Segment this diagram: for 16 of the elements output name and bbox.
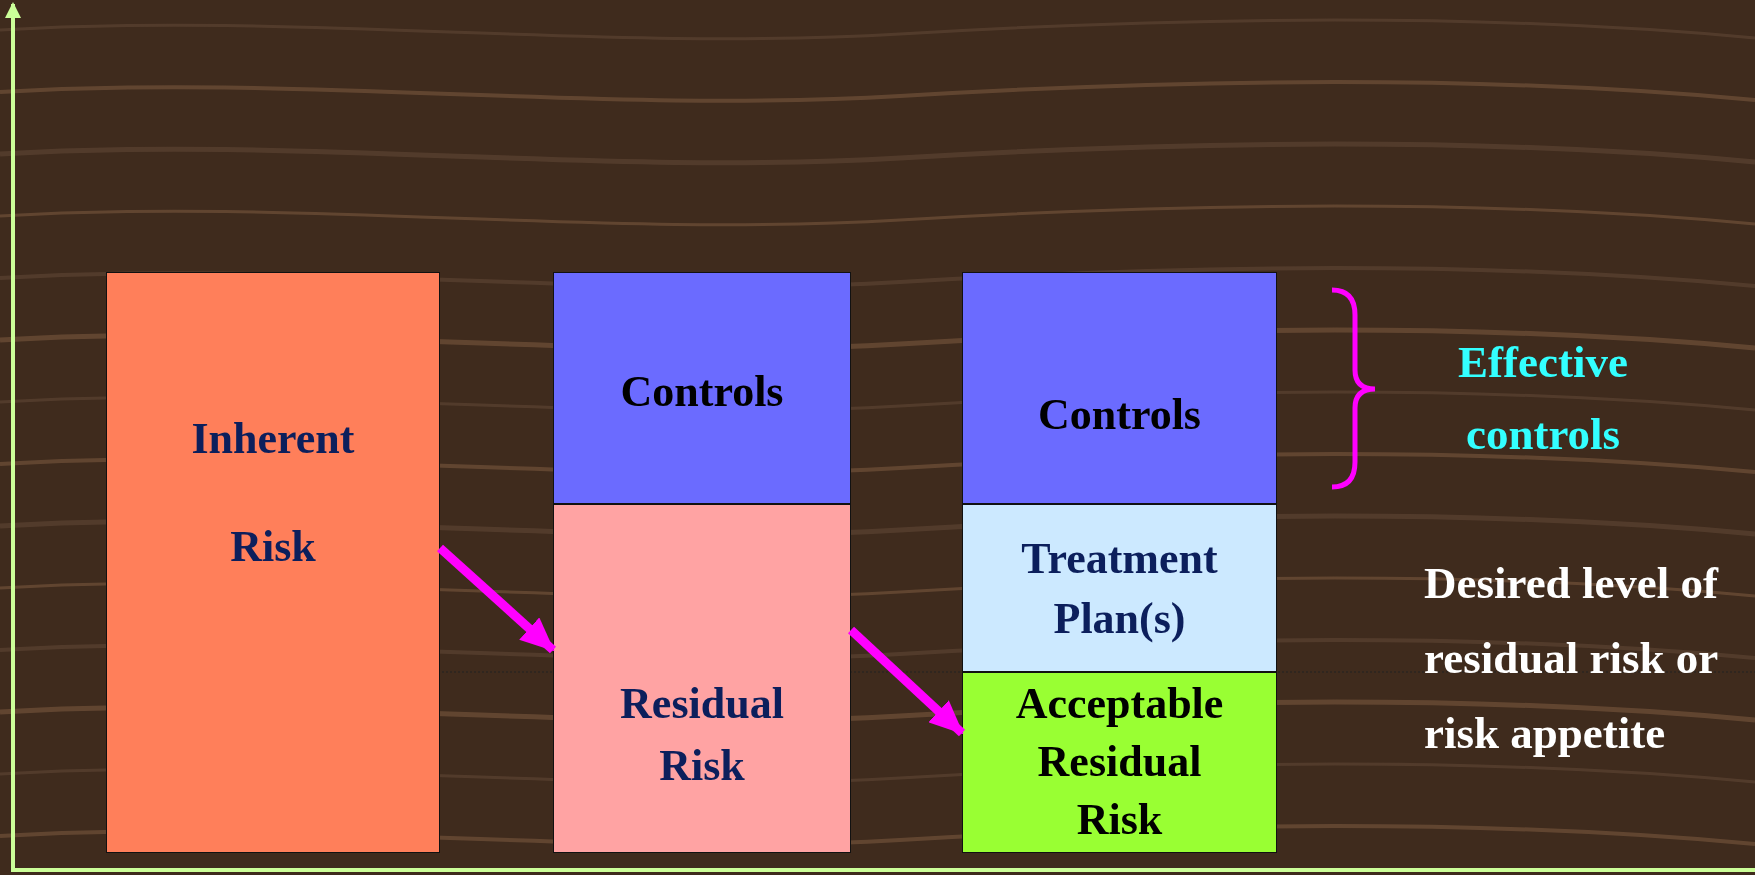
plan-block — [962, 504, 1277, 672]
block-label: Controls — [620, 366, 784, 418]
block-label: Residual Risk — [619, 678, 785, 792]
controls-block — [962, 272, 1277, 504]
block-label: Controls — [1038, 389, 1201, 441]
block-label: Treatment Plan(s) — [1020, 533, 1219, 645]
controls-block — [553, 272, 851, 504]
block-label: Acceptable Residual Risk — [1014, 678, 1225, 846]
risk-block — [553, 504, 851, 853]
block-label: Inherent Risk — [190, 413, 356, 573]
arrow — [847, 626, 966, 737]
note-text: Desired level of residual risk or risk appetite — [1424, 557, 1720, 760]
risk-block — [962, 672, 1277, 853]
bracket-label: Effective controls — [1457, 336, 1629, 461]
arrow — [437, 544, 556, 654]
risk-block — [106, 272, 440, 853]
